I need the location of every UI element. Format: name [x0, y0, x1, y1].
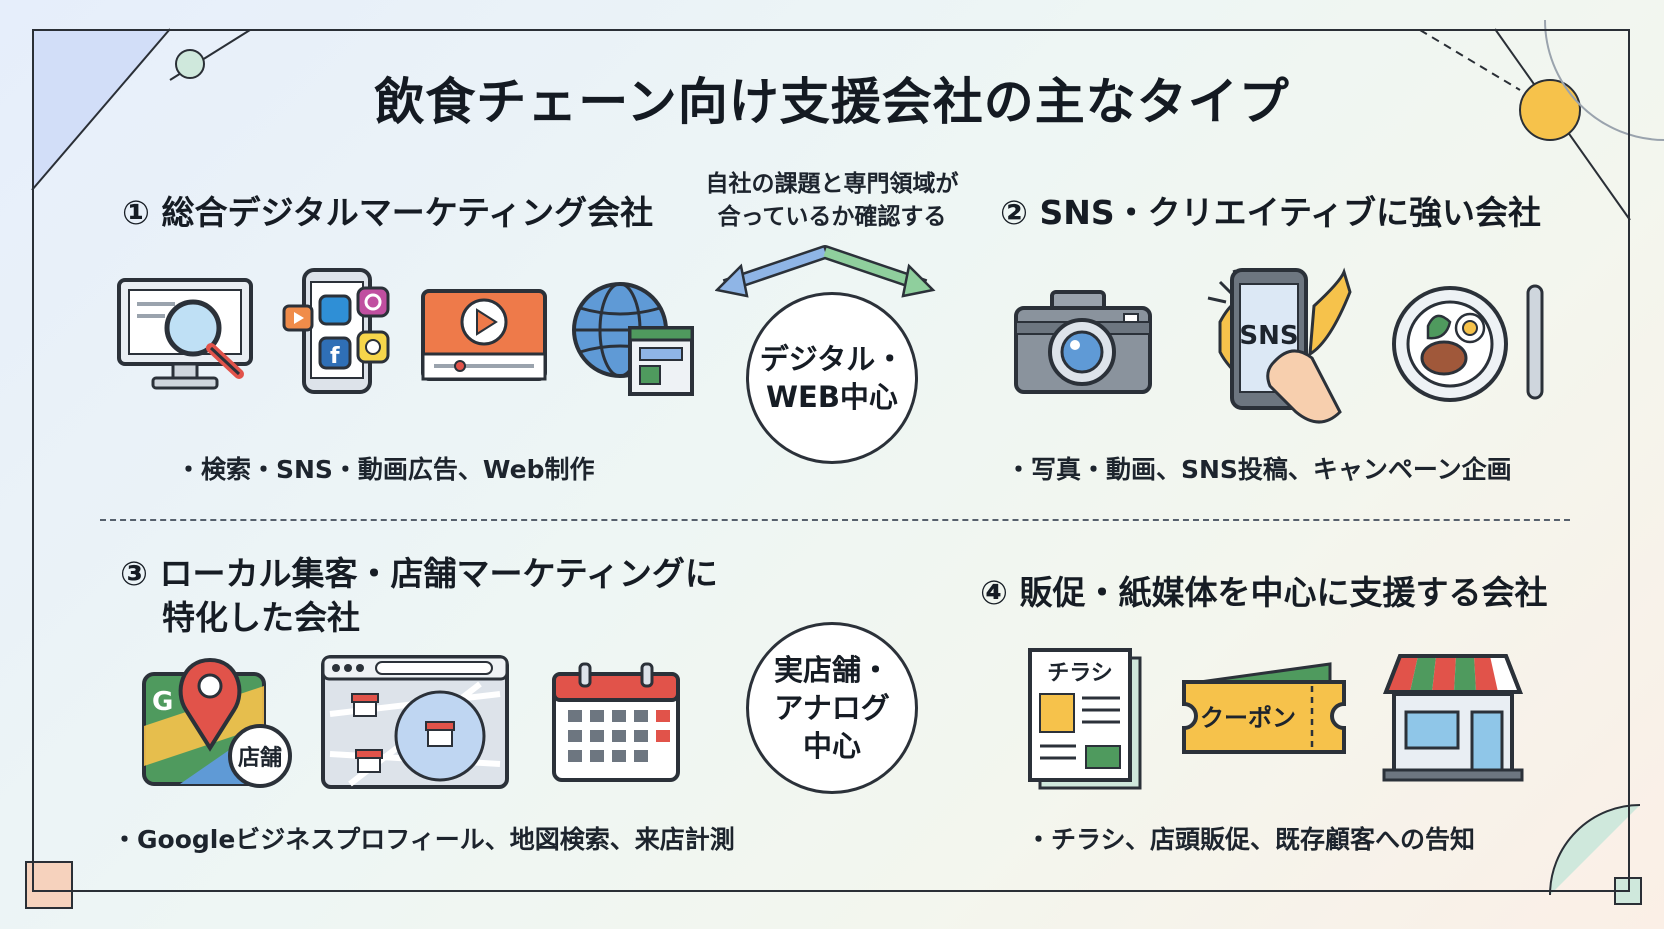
deco-arc — [1544, 19, 1664, 141]
section-3-number: ③ — [120, 554, 148, 593]
digital-web-bubble-line-2: WEB中心 — [766, 380, 898, 414]
section-3-title-line-2: 特化した会社 — [162, 598, 360, 637]
section-4-number: ④ — [980, 573, 1008, 612]
digital-web-bubble-line-1: デジタル・ — [759, 342, 905, 376]
section-3-heading: ③ ローカル集客・店舗マーケティングに 特化した会社 — [120, 552, 718, 640]
map-pin-icon: G 店舗 — [142, 657, 292, 788]
coupon-icon: クーポン — [1182, 662, 1346, 754]
globe-web-icon — [572, 282, 694, 396]
deco-circle-green — [175, 49, 205, 79]
center-note-line-1: 自社の課題と専門領域が — [705, 171, 959, 197]
coupon-label: クーポン — [1200, 704, 1296, 732]
section-2-bullet: ・写真・動画、SNS投稿、キャンペーン企画 — [1006, 455, 1512, 484]
section-4-title: 販促・紙媒体を中心に支援する会社 — [1019, 573, 1548, 612]
search-monitor-icon — [117, 278, 253, 390]
double-arrow-icon — [715, 245, 936, 298]
video-player-icon — [421, 289, 547, 381]
section-2-number: ② — [1000, 193, 1028, 232]
section-2-title: SNS・クリエイティブに強い会社 — [1039, 193, 1541, 232]
storefront-icon — [1382, 654, 1524, 782]
page-title: 飲食チェーン向け支援会社の主なタイプ — [374, 73, 1290, 131]
section-4-bullet: ・チラシ、店頭販促、既存顧客への告知 — [1026, 825, 1476, 854]
map-store-badge: 店舗 — [238, 745, 282, 771]
section-2-heading: ② SNS・クリエイティブに強い会社 — [1000, 186, 1541, 234]
map-letter: G — [152, 687, 173, 717]
physical-analog-bubble-line-3: 中心 — [802, 729, 861, 763]
calendar-icon — [552, 662, 680, 782]
svg-text:f: f — [330, 344, 340, 369]
hand-smartphone-icon: SNS — [1207, 267, 1352, 424]
center-note: 自社の課題と専門領域が 合っているか確認する — [672, 168, 992, 234]
food-plate-icon — [1392, 284, 1544, 402]
section-3-title-line-1: ローカル集客・店舗マーケティングに — [159, 554, 718, 593]
digital-web-bubble: デジタル・ WEB中心 — [746, 292, 918, 464]
physical-analog-bubble-line-2: アナログ — [774, 691, 890, 725]
section-1-number: ① — [122, 193, 150, 232]
physical-analog-bubble: 実店舗・ アナログ 中心 — [746, 622, 918, 794]
section-1-title: 総合デジタルマーケティング会社 — [161, 193, 654, 232]
section-3-bullet: ・Googleビジネスプロフィール、地図検索、来店計測 — [112, 825, 735, 854]
section-4-heading: ④ 販促・紙媒体を中心に支援する会社 — [980, 566, 1547, 614]
physical-analog-bubble-line-1: 実店舗・ — [773, 653, 890, 687]
main-frame — [32, 29, 1630, 892]
sns-phone-label: SNS — [1239, 321, 1298, 351]
deco-circle-yellow — [1519, 79, 1581, 141]
deco-dash-line — [1419, 29, 1521, 91]
section-1-heading: ① 総合デジタルマーケティング会社 — [122, 186, 653, 234]
section-1-bullet: ・検索・SNS・動画広告、Web制作 — [176, 455, 595, 484]
camera-icon — [1014, 290, 1152, 394]
sns-smartphone-icon: f — [282, 268, 390, 394]
corner-line-left — [31, 28, 171, 191]
section-divider — [100, 519, 1570, 521]
flyer-icon: チラシ — [1028, 648, 1142, 790]
deco-quarter-circle — [1549, 804, 1641, 896]
center-note-line-2: 合っているか確認する — [717, 204, 947, 230]
flyer-label: チラシ — [1047, 661, 1113, 686]
browser-map-icon — [321, 655, 509, 789]
